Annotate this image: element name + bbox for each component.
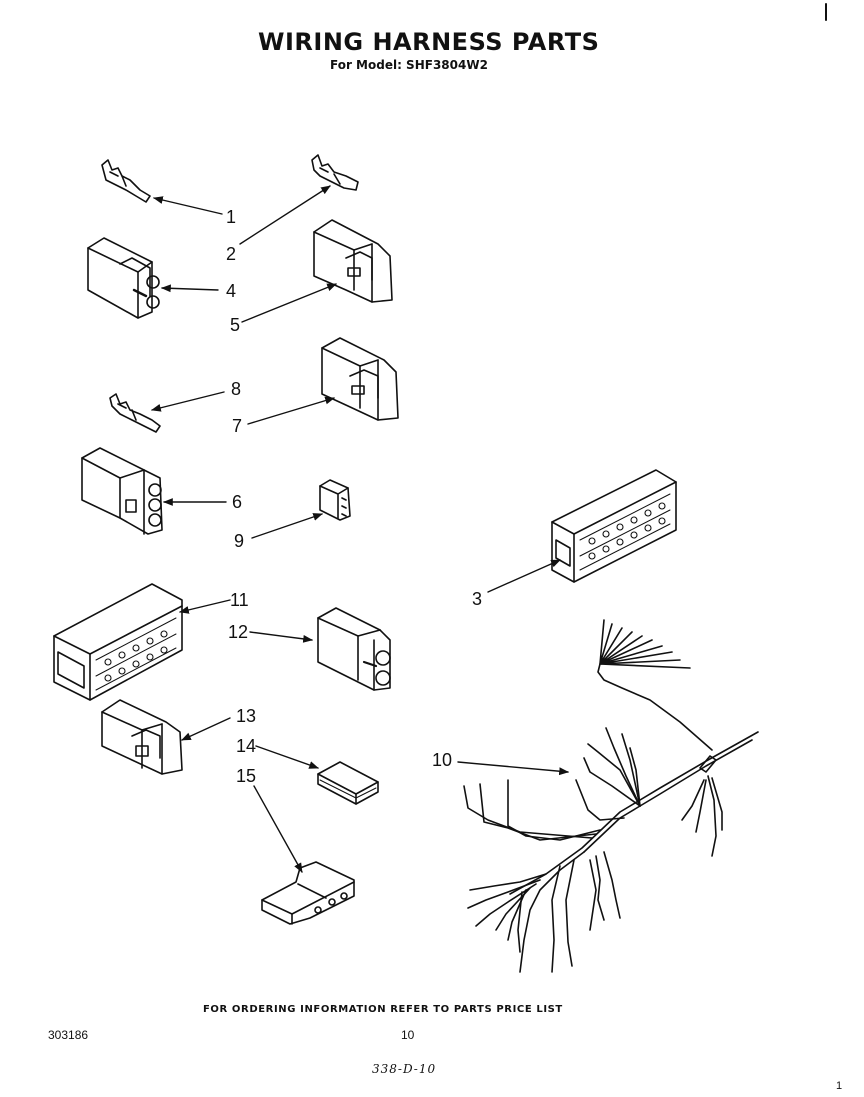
part-4-connector <box>87 237 160 319</box>
callout-5: 5 <box>230 315 240 335</box>
page-number: 10 <box>401 1028 415 1042</box>
leader-13 <box>181 717 231 741</box>
part-10-wiring-harness <box>463 619 759 973</box>
part-15-shell <box>261 861 355 925</box>
part-11-connector-block <box>53 583 183 701</box>
part-9-connector <box>319 479 351 521</box>
handwritten-code: 338-D-10 <box>372 1062 437 1076</box>
callout-6: 6 <box>232 492 242 512</box>
part-12-connector <box>317 607 391 691</box>
part-14-pad <box>317 761 379 805</box>
leader-10 <box>457 761 569 776</box>
corner-mark: 1 <box>836 1080 843 1092</box>
callout-3: 3 <box>472 589 482 609</box>
part-13-connector <box>101 699 183 775</box>
callout-12: 12 <box>228 622 248 642</box>
model-subtitle: For Model: SHF3804W2 <box>330 58 488 72</box>
part-8-terminal <box>109 393 161 433</box>
leader-1 <box>153 196 223 215</box>
part-5-connector <box>313 219 393 303</box>
callout-labels: 1 2 4 5 8 7 6 9 3 11 12 13 14 15 10 <box>226 207 482 786</box>
callout-8: 8 <box>231 379 241 399</box>
leader-12 <box>249 631 313 643</box>
callout-4: 4 <box>226 281 236 301</box>
leader-7 <box>247 396 335 425</box>
leader-2 <box>239 185 331 245</box>
leader-15 <box>253 785 303 873</box>
part-2-terminal <box>311 154 359 191</box>
leader-14 <box>255 745 319 769</box>
leader-3 <box>487 559 561 593</box>
leader-arrows <box>151 185 569 873</box>
page-title: WIRING HARNESS PARTS <box>258 28 600 56</box>
leader-5 <box>241 283 337 323</box>
part-7-connector <box>321 337 399 421</box>
part-1-terminal <box>101 159 151 203</box>
leader-9 <box>251 513 323 539</box>
callout-2: 2 <box>226 244 236 264</box>
leader-11 <box>179 599 231 614</box>
callout-11: 11 <box>230 590 249 610</box>
callout-15: 15 <box>236 766 256 786</box>
callout-10: 10 <box>432 750 452 770</box>
part-3-connector-block <box>551 469 677 583</box>
ordering-note: FOR ORDERING INFORMATION REFER TO PARTS … <box>203 1004 563 1015</box>
leader-8 <box>151 391 225 412</box>
callout-14: 14 <box>236 736 256 756</box>
part-6-connector <box>81 447 163 535</box>
callout-1: 1 <box>226 207 236 227</box>
document-number: 303186 <box>48 1028 89 1042</box>
callout-7: 7 <box>232 416 242 436</box>
leader-4 <box>161 284 219 293</box>
callout-9: 9 <box>234 531 244 551</box>
callout-13: 13 <box>236 706 256 726</box>
